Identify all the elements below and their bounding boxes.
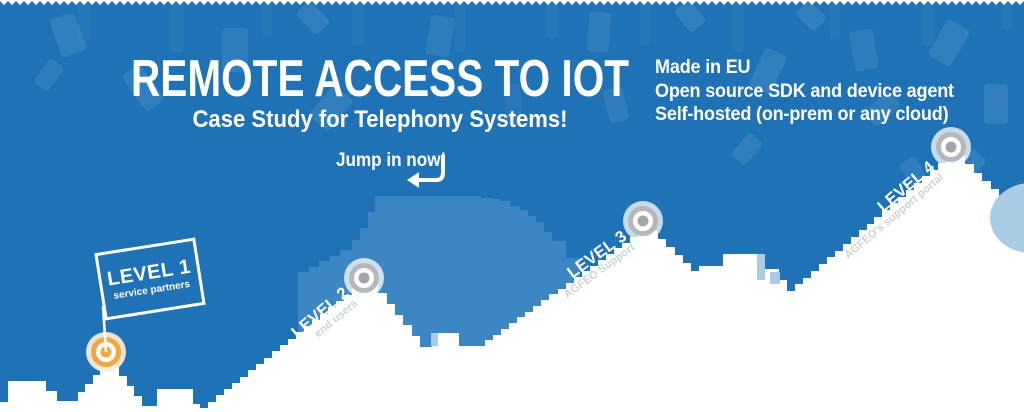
device-shape	[864, 91, 900, 127]
device-shape	[425, 14, 455, 58]
device-shape	[849, 28, 879, 72]
cta-label[interactable]: Jump in now!	[336, 150, 447, 171]
cta-arrow-icon[interactable]	[407, 155, 445, 188]
pale-pixel-accent	[757, 254, 765, 280]
device-shape	[505, 84, 521, 124]
white-mountains	[0, 156, 1024, 412]
device-shape	[984, 84, 1008, 124]
pale-pixel-accent	[770, 272, 780, 284]
device-shape	[352, 0, 364, 46]
device-shape	[900, 156, 928, 190]
device-shape	[1002, 0, 1012, 30]
level-2-marker	[344, 258, 384, 298]
device-shape	[674, 0, 706, 32]
device-shape	[640, 0, 650, 46]
feature-list: Made in EU Open source SDK and device ag…	[655, 56, 954, 127]
device-shape	[78, 0, 90, 42]
level-3-marker	[623, 201, 663, 241]
level-4-marker	[931, 127, 971, 167]
device-shape	[50, 12, 86, 58]
device-shape	[546, 0, 558, 38]
device-shape	[170, 0, 184, 52]
device-shape	[732, 133, 762, 165]
feature-line: Made in EU	[655, 57, 751, 78]
device-shape	[586, 11, 612, 53]
device-shape	[34, 59, 64, 91]
feature-line: Open source SDK and device agent	[655, 80, 954, 102]
torn-edge-top	[0, 0, 1024, 5]
hero-subtitle: Case Study for Telephony Systems!	[192, 106, 568, 133]
device-shape	[222, 28, 248, 72]
pale-hill	[990, 183, 1024, 253]
device-shape	[922, 0, 934, 46]
bg-device-shapes	[34, 0, 1012, 190]
device-shape	[830, 0, 840, 40]
device-shape	[602, 86, 630, 124]
device-shape	[122, 65, 164, 111]
pale-pixel-accent	[431, 333, 438, 346]
feature-line: Self-hosted (on-prem or any cloud)	[655, 104, 949, 125]
device-shape	[928, 19, 970, 67]
device-shape	[309, 85, 353, 131]
device-shape	[749, 48, 787, 94]
device-shape	[262, 0, 272, 36]
device-shape	[455, 0, 465, 52]
device-shape	[296, 1, 330, 35]
flag-pole	[101, 305, 108, 353]
device-shape	[732, 0, 744, 52]
device-shape	[796, 1, 826, 31]
hero-title: REMOTE ACCESS TO IOT	[130, 50, 630, 108]
